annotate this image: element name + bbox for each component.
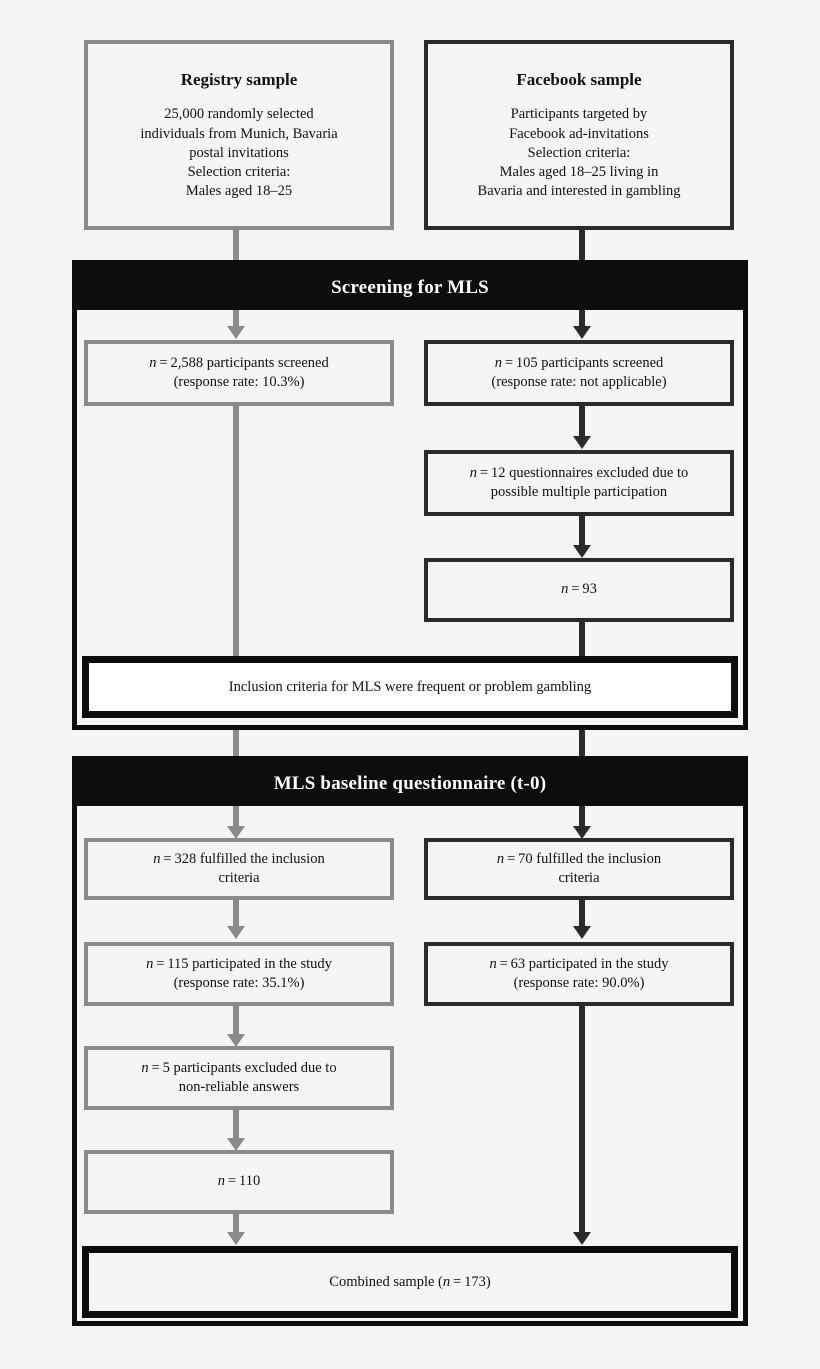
registry-sample-title: Registry sample	[180, 69, 298, 89]
facebook-participated-box: n = 63 participated in the study (respon…	[424, 942, 734, 1006]
registry-participated-box: n = 115 participated in the study (respo…	[84, 942, 394, 1006]
registry-remaining-box: n = 110	[84, 1150, 394, 1214]
registry-remaining-line1: n = 110	[217, 1173, 261, 1190]
arrowhead-registry-to-screening	[227, 326, 245, 339]
facebook-excluded-line1: n = 12 questionnaires excluded due to	[469, 464, 689, 481]
registry-sample-box: Registry sample 25,000 randomly selected…	[84, 40, 394, 230]
baseline-container	[72, 756, 748, 1326]
registry-excluded-box: n = 5 participants excluded due to non-r…	[84, 1046, 394, 1110]
facebook-screened-line1: n = 105 participants screened	[494, 354, 664, 371]
registry-participated-line1: n = 115 participated in the study	[146, 955, 332, 972]
baseline-band-label: MLS baseline questionnaire (t-0)	[273, 772, 547, 794]
facebook-sample-title: Facebook sample	[516, 69, 642, 89]
registry-excluded-line1: n = 5 participants excluded due to	[141, 1059, 337, 1076]
facebook-fulfilled-line1: n = 70 fulfilled the inclusion	[496, 850, 662, 867]
facebook-remaining-line1: n = 93	[561, 581, 597, 598]
connector-facebook-participated-to-combined	[579, 1006, 585, 1234]
registry-fulfilled-box: n = 328 fulfilled the inclusion criteria	[84, 838, 394, 900]
facebook-excluded-line2: possible multiple participation	[490, 484, 668, 500]
arrowhead-registry-fulfilled-to-participated	[227, 926, 245, 939]
connector-facebook-fulfilled-to-participated	[579, 900, 585, 928]
connector-registry-participated-to-excluded	[233, 1006, 239, 1036]
inclusion-criteria-box: Inclusion criteria for MLS were frequent…	[82, 656, 738, 718]
connector-registry-excluded-to-remaining	[233, 1110, 239, 1140]
combined-sample-text: Combined sample (n = 173)	[329, 1273, 491, 1290]
arrowhead-registry-to-combined	[227, 1232, 245, 1245]
screening-band-label: Screening for MLS	[331, 276, 489, 298]
baseline-band: MLS baseline questionnaire (t-0)	[77, 761, 743, 806]
inclusion-criteria-text: Inclusion criteria for MLS were frequent…	[228, 678, 592, 695]
connector-facebook-screened-to-excluded	[579, 406, 585, 438]
facebook-fulfilled-box: n = 70 fulfilled the inclusion criteria	[424, 838, 734, 900]
arrowhead-facebook-to-screening	[573, 326, 591, 339]
connector-facebook-excluded-to-remaining	[579, 516, 585, 547]
arrowhead-inclusion-to-baseline-facebook	[573, 826, 591, 839]
connector-registry-screened-to-inclusion	[233, 406, 239, 656]
facebook-participated-line2: (response rate: 90.0%)	[513, 975, 645, 991]
registry-fulfilled-line2: criteria	[218, 870, 260, 886]
facebook-participated-line1: n = 63 participated in the study	[489, 955, 669, 972]
facebook-sample-body: Participants targeted by Facebook ad-inv…	[477, 106, 681, 199]
screening-container	[72, 260, 748, 730]
facebook-screened-box: n = 105 participants screened (response …	[424, 340, 734, 406]
arrowhead-inclusion-to-baseline-registry	[227, 826, 245, 839]
registry-sample-body: 25,000 randomly selected individuals fro…	[140, 106, 338, 199]
registry-screened-box: n = 2,588 participants screened (respons…	[84, 340, 394, 406]
registry-screened-line2: (response rate: 10.3%)	[173, 374, 305, 390]
arrowhead-facebook-fulfilled-to-participated	[573, 926, 591, 939]
connector-facebook-remaining-to-inclusion	[579, 622, 585, 656]
connector-registry-fulfilled-to-participated	[233, 900, 239, 928]
facebook-excluded-box: n = 12 questionnaires excluded due to po…	[424, 450, 734, 516]
arrowhead-facebook-to-combined	[573, 1232, 591, 1245]
registry-fulfilled-line1: n = 328 fulfilled the inclusion	[153, 850, 325, 867]
arrowhead-facebook-screened-to-excluded	[573, 436, 591, 449]
registry-screened-line1: n = 2,588 participants screened	[149, 354, 329, 371]
facebook-sample-box: Facebook sample Participants targeted by…	[424, 40, 734, 230]
combined-sample-box: Combined sample (n = 173)	[82, 1246, 738, 1318]
connector-registry-remaining-to-combined	[233, 1214, 239, 1234]
facebook-fulfilled-line2: criteria	[558, 870, 600, 886]
registry-participated-line2: (response rate: 35.1%)	[173, 975, 305, 991]
facebook-screened-line2: (response rate: not applicable)	[491, 374, 667, 390]
registry-excluded-line2: non-reliable answers	[178, 1079, 300, 1095]
arrowhead-registry-participated-to-excluded	[227, 1034, 245, 1047]
facebook-remaining-box: n = 93	[424, 558, 734, 622]
arrowhead-facebook-excluded-to-remaining	[573, 545, 591, 558]
arrowhead-registry-excluded-to-remaining	[227, 1138, 245, 1151]
screening-band: Screening for MLS	[77, 265, 743, 310]
